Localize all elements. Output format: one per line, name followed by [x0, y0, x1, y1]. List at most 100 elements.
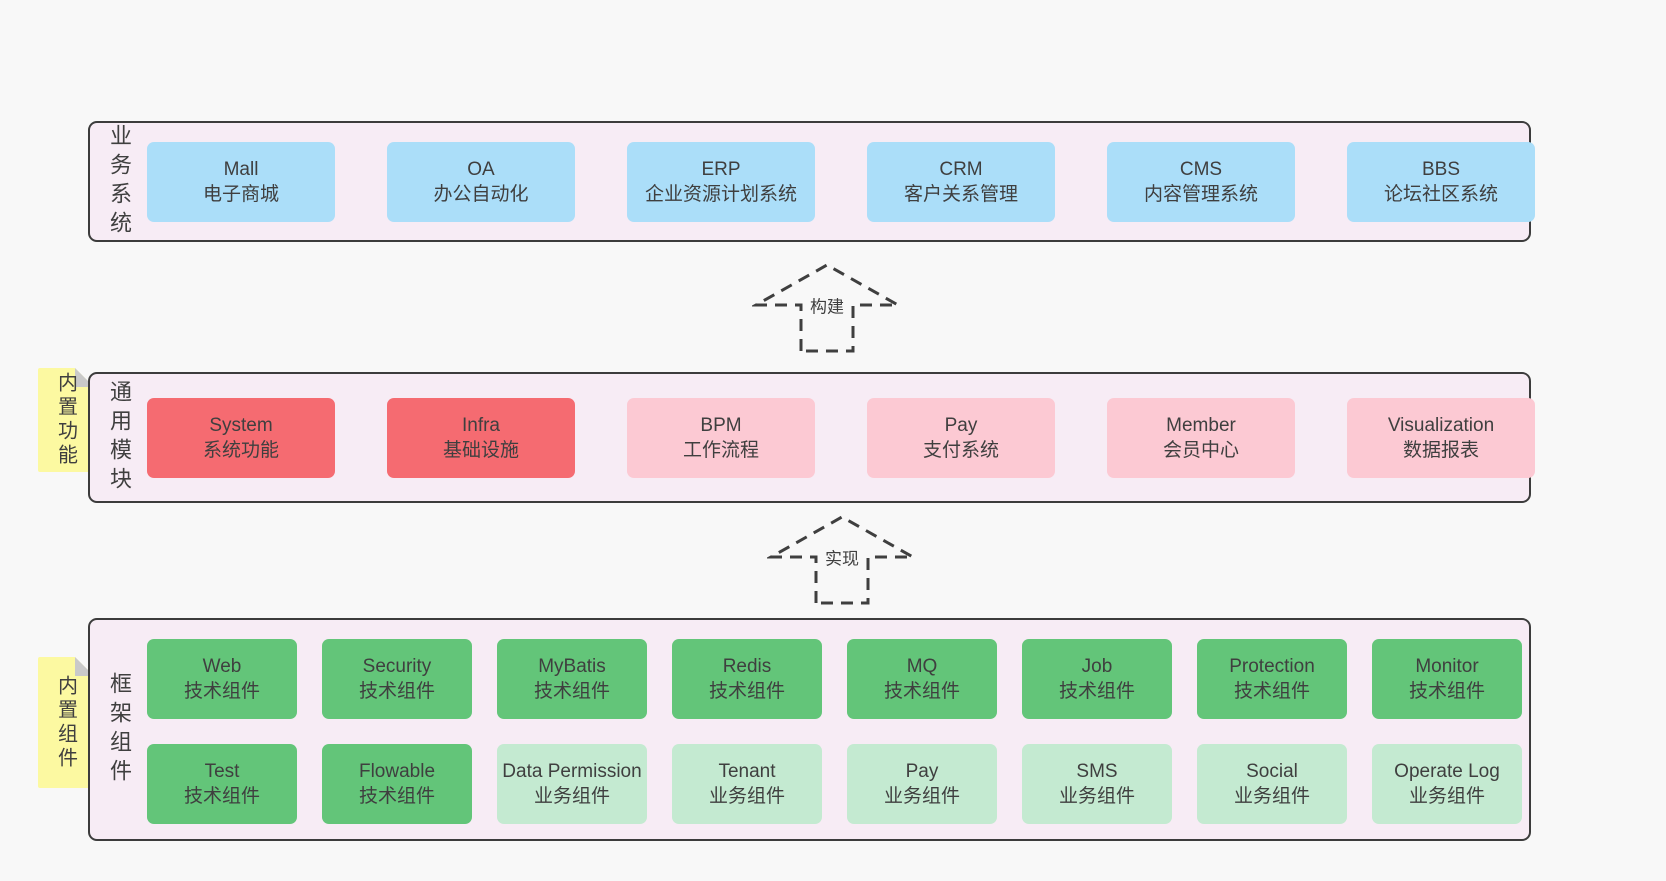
box-mq: MQ 技术组件 [847, 639, 997, 719]
box-infra: Infra 基础设施 [387, 397, 575, 478]
box-desc: 办公自动化 [433, 183, 529, 205]
box-desc: 技术组件 [183, 786, 260, 807]
box-name: Tenant [718, 761, 776, 782]
box-sms: SMS 业务组件 [1022, 744, 1172, 824]
build-arrow: 构建 [752, 260, 902, 354]
box-name: Web [202, 656, 242, 677]
sticky-note-builtin-features: 内置功能 [38, 368, 94, 472]
box-desc: 技术组件 [708, 681, 785, 702]
box-pay-module: Pay 支付系统 [867, 397, 1055, 478]
business-box-row: Mall 电子商城 OA 办公自动化 ERP 企业资源计划系统 CRM 客户关系… [147, 123, 1535, 240]
implement-arrow-label: 实现 [819, 541, 865, 573]
framework-components-layer: 框架组件 Web 技术组件 Security 技术组件 MyBatis 技术组件… [88, 618, 1531, 841]
box-mall: Mall 电子商城 [147, 141, 335, 222]
box-pay-component: Pay 业务组件 [847, 744, 997, 824]
box-desc: 技术组件 [533, 681, 610, 702]
box-name: Visualization [1387, 414, 1495, 436]
box-desc: 业务组件 [1058, 786, 1135, 807]
box-redis: Redis 技术组件 [672, 639, 822, 719]
components-row-1: Web 技术组件 Security 技术组件 MyBatis 技术组件 Redi… [147, 639, 1522, 719]
box-bpm: BPM 工作流程 [627, 397, 815, 478]
box-bbs: BBS 论坛社区系统 [1347, 141, 1535, 222]
implement-arrow: 实现 [767, 512, 917, 606]
box-name: CMS [1179, 158, 1223, 180]
box-cms: CMS 内容管理系统 [1107, 141, 1295, 222]
box-name: Data Permission [502, 761, 642, 782]
box-desc: 业务组件 [533, 786, 610, 807]
modules-box-row: System 系统功能 Infra 基础设施 BPM 工作流程 Pay 支付系统… [147, 374, 1535, 501]
box-desc: 业务组件 [1233, 786, 1310, 807]
box-social: Social 业务组件 [1197, 744, 1347, 824]
box-name: Social [1246, 761, 1298, 782]
box-name: MyBatis [538, 656, 606, 677]
box-desc: 基础设施 [442, 439, 519, 461]
box-job: Job 技术组件 [1022, 639, 1172, 719]
components-row-2: Test 技术组件 Flowable 技术组件 Data Permission … [147, 744, 1522, 824]
box-desc: 技术组件 [1408, 681, 1485, 702]
build-arrow-label: 构建 [804, 289, 850, 321]
box-protection: Protection 技术组件 [1197, 639, 1347, 719]
box-visualization: Visualization 数据报表 [1347, 397, 1535, 478]
common-modules-layer: 通用模块 System 系统功能 Infra 基础设施 BPM 工作流程 Pay… [88, 372, 1535, 503]
box-desc: 技术组件 [1058, 681, 1135, 702]
box-name: Infra [461, 414, 501, 436]
box-name: Member [1166, 414, 1236, 436]
box-name: Mall [223, 158, 259, 180]
box-desc: 企业资源计划系统 [644, 183, 797, 205]
box-operate-log: Operate Log 业务组件 [1372, 744, 1522, 824]
layer-label-components: 框架组件 [107, 671, 132, 788]
box-name: System [209, 414, 273, 436]
box-desc: 技术组件 [358, 786, 435, 807]
box-name: CRM [939, 158, 983, 180]
box-name: Pay [944, 414, 978, 436]
box-oa: OA 办公自动化 [387, 141, 575, 222]
box-system: System 系统功能 [147, 397, 335, 478]
components-rows: Web 技术组件 Security 技术组件 MyBatis 技术组件 Redi… [147, 639, 1522, 824]
box-monitor: Monitor 技术组件 [1372, 639, 1522, 719]
box-erp: ERP 企业资源计划系统 [627, 141, 815, 222]
sticky-note-label: 内置组件 [54, 674, 77, 771]
box-name: Redis [722, 656, 772, 677]
sticky-note-label: 内置功能 [54, 372, 77, 468]
box-member: Member 会员中心 [1107, 397, 1295, 478]
box-desc: 数据报表 [1402, 439, 1479, 461]
box-desc: 业务组件 [1408, 786, 1485, 807]
box-desc: 内容管理系统 [1143, 183, 1258, 205]
box-desc: 电子商城 [202, 183, 279, 205]
box-desc: 业务组件 [883, 786, 960, 807]
box-name: Protection [1229, 656, 1315, 677]
box-desc: 支付系统 [922, 439, 999, 461]
box-name: BBS [1421, 158, 1461, 180]
box-name: Test [204, 761, 240, 782]
box-security: Security 技术组件 [322, 639, 472, 719]
box-data-permission: Data Permission 业务组件 [497, 744, 647, 824]
box-name: Flowable [358, 761, 436, 782]
box-desc: 系统功能 [202, 439, 279, 461]
box-desc: 技术组件 [883, 681, 960, 702]
box-desc: 技术组件 [358, 681, 435, 702]
box-web: Web 技术组件 [147, 639, 297, 719]
box-name: SMS [1076, 761, 1118, 782]
box-name: MQ [906, 656, 938, 677]
box-tenant: Tenant 业务组件 [672, 744, 822, 824]
box-desc: 会员中心 [1162, 439, 1239, 461]
box-test: Test 技术组件 [147, 744, 297, 824]
box-desc: 客户关系管理 [903, 183, 1018, 205]
box-name: BPM [700, 414, 742, 436]
box-desc: 论坛社区系统 [1383, 183, 1498, 205]
box-name: ERP [701, 158, 741, 180]
box-name: Monitor [1415, 656, 1479, 677]
layer-label-business: 业务系统 [107, 123, 132, 240]
box-desc: 技术组件 [1233, 681, 1310, 702]
box-name: Pay [905, 761, 939, 782]
business-systems-layer: 业务系统 Mall 电子商城 OA 办公自动化 ERP 企业资源计划系统 CRM… [88, 121, 1535, 242]
box-desc: 业务组件 [708, 786, 785, 807]
layer-label-modules: 通用模块 [107, 379, 132, 496]
box-crm: CRM 客户关系管理 [867, 141, 1055, 222]
box-desc: 工作流程 [682, 439, 759, 461]
box-name: Security [362, 656, 432, 677]
box-name: OA [467, 158, 495, 180]
box-flowable: Flowable 技术组件 [322, 744, 472, 824]
box-name: Job [1081, 656, 1113, 677]
